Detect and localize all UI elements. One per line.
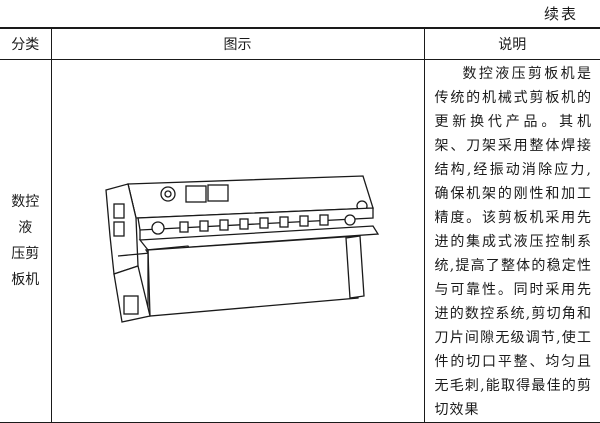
category-line-2: 压剪 — [11, 246, 40, 262]
continued-label: 续表 — [543, 5, 578, 23]
table-header-row: 分类 图示 说明 — [0, 27, 600, 60]
category-cell: 数控液 压剪 板机 — [0, 59, 52, 423]
figure-cell — [50, 59, 425, 423]
header-description: 说明 — [423, 27, 600, 60]
header-figure: 图示 — [50, 27, 425, 60]
category-line-1: 数控液 — [11, 194, 40, 236]
description-cell: 数控液压剪板机是传统的机械式剪板机的更新换代产品。其机架、刀架采用整体焊接结构,… — [423, 59, 600, 423]
spec-table: 分类 图示 说明 数控液 压剪 板机 — [0, 27, 600, 423]
header-category: 分类 — [0, 27, 52, 60]
cnc-hydraulic-shearing-machine-icon — [104, 175, 379, 323]
category-line-3: 板机 — [11, 272, 40, 288]
table-row: 数控液 压剪 板机 — [0, 59, 600, 423]
